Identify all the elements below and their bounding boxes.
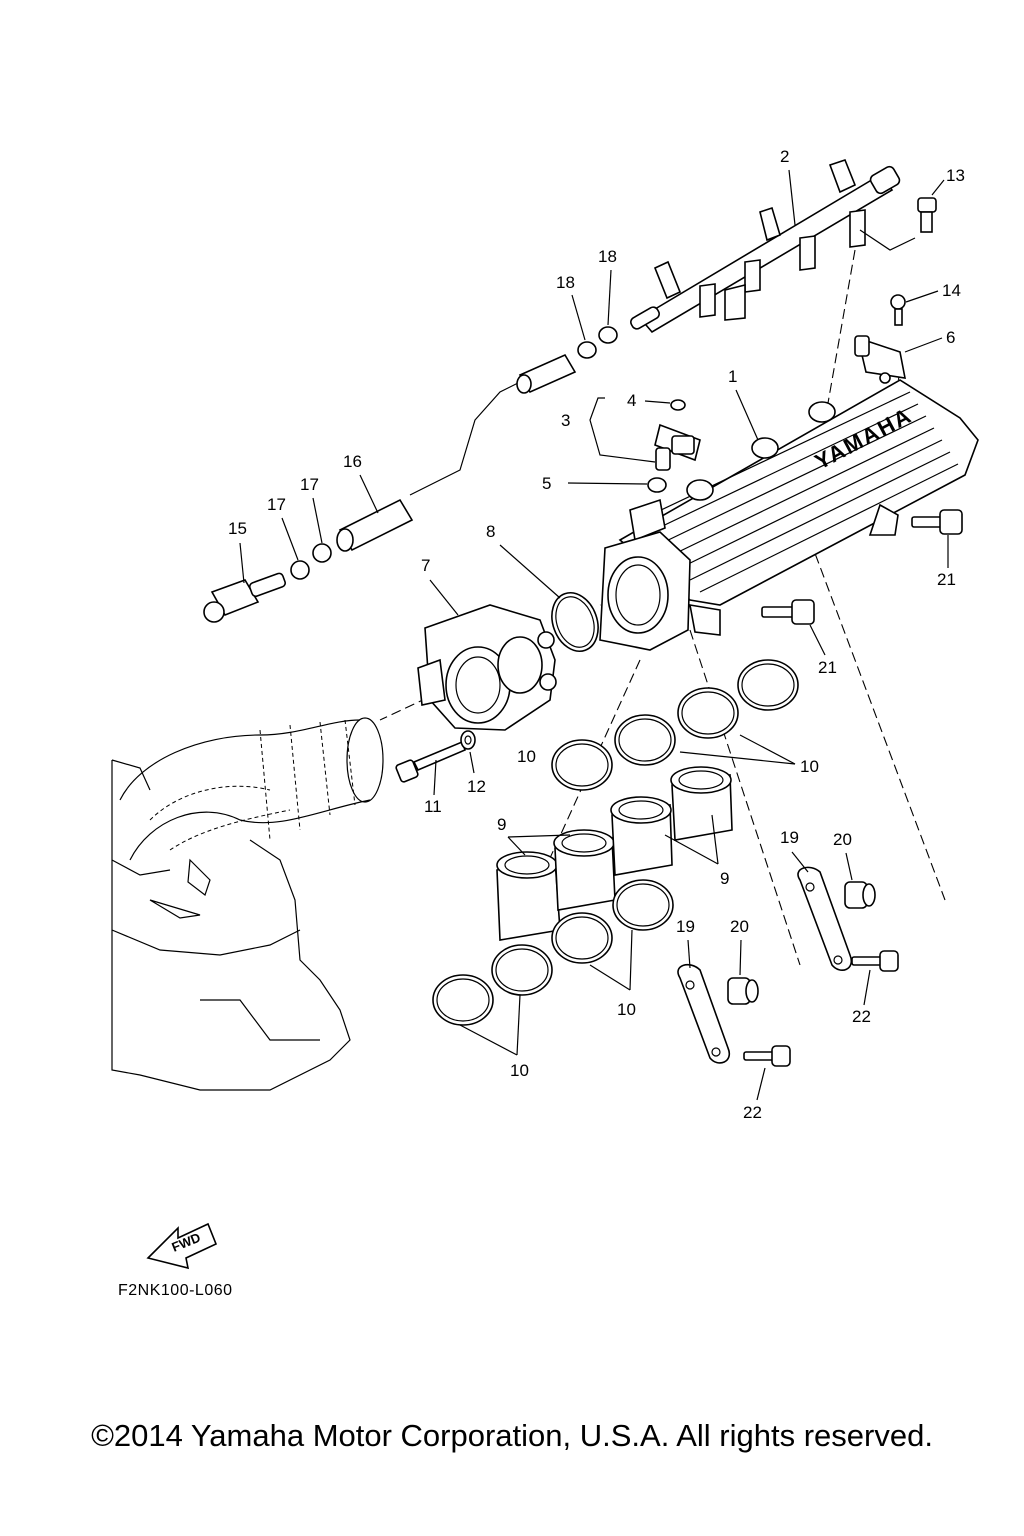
callout-9a: 9	[497, 815, 506, 834]
part-9-boot-c[interactable]	[610, 796, 673, 876]
part-20-damper-a[interactable]	[727, 977, 759, 1005]
callout-19b: 19	[780, 828, 799, 847]
callout-14: 14	[942, 281, 961, 300]
forward-direction-arrow	[146, 1222, 218, 1270]
callout-2: 2	[780, 147, 789, 166]
callout-9b: 9	[720, 869, 729, 888]
part-10-clamp-lower-d[interactable]	[612, 879, 674, 931]
part-15-injector[interactable]	[203, 572, 286, 623]
callout-3: 3	[561, 411, 570, 430]
part-3-injector[interactable]	[654, 423, 701, 471]
part-10-clamp-lower-a[interactable]	[432, 974, 494, 1026]
part-17-clamp-a[interactable]	[290, 560, 310, 580]
callout-10c: 10	[617, 1000, 636, 1019]
callout-6: 6	[946, 328, 955, 347]
part-10-clamp-upper-b[interactable]	[614, 714, 676, 766]
callout-10a: 10	[517, 747, 536, 766]
callout-7: 7	[421, 556, 430, 575]
callout-10b: 10	[800, 757, 819, 776]
callout-17b: 17	[300, 475, 319, 494]
callout-15: 15	[228, 519, 247, 538]
part-7-throttle-body[interactable]	[417, 604, 557, 731]
part-20-damper-b[interactable]	[844, 881, 876, 909]
part-2-fuel-rail[interactable]	[629, 159, 901, 334]
part-19-bracket-a[interactable]	[677, 963, 731, 1064]
part-5-seal[interactable]	[647, 477, 667, 493]
part-19-bracket-b[interactable]	[797, 866, 853, 971]
part-22-bolt-a[interactable]	[743, 1045, 791, 1067]
part-10-clamp-lower-b[interactable]	[491, 944, 553, 996]
callout-19a: 19	[676, 917, 695, 936]
drawing-code: F2NK100-L060	[118, 1282, 233, 1299]
part-22-bolt-b[interactable]	[851, 950, 899, 972]
callout-4: 4	[627, 391, 636, 410]
part-10-clamp-upper-d[interactable]	[737, 659, 799, 711]
callout-12: 12	[467, 777, 486, 796]
part-8-gasket[interactable]	[544, 586, 606, 657]
callout-10d: 10	[510, 1061, 529, 1080]
part-18-clamp-b[interactable]	[598, 326, 618, 344]
part-21-bolt-b[interactable]	[761, 599, 815, 625]
callout-20b: 20	[833, 830, 852, 849]
callout-22a: 22	[743, 1103, 762, 1122]
callout-21b: 21	[818, 658, 837, 677]
part-14-screw[interactable]	[890, 294, 906, 326]
part-9-boot-b[interactable]	[553, 829, 616, 911]
part-16-hose-upper[interactable]	[516, 353, 577, 394]
part-9-boot-a[interactable]	[496, 851, 561, 941]
callout-16: 16	[343, 452, 362, 471]
part-11-bolt[interactable]	[395, 740, 467, 783]
callout-18a: 18	[556, 273, 575, 292]
callout-5: 5	[542, 474, 551, 493]
part-10-clamp-lower-c[interactable]	[551, 912, 613, 964]
intake-hose	[119, 717, 384, 896]
part-6-sensor[interactable]	[854, 335, 906, 384]
callout-21a: 21	[937, 570, 956, 589]
part-10-clamp-upper-c[interactable]	[677, 687, 739, 739]
part-21-bolt-a[interactable]	[911, 509, 963, 535]
callout-11: 11	[424, 797, 442, 816]
callout-13: 13	[946, 166, 965, 185]
part-4-o-ring[interactable]	[670, 399, 686, 411]
part-1-intake-manifold[interactable]	[599, 379, 979, 651]
part-10-clamp-upper-a[interactable]	[551, 739, 613, 791]
part-13-bolt[interactable]	[917, 197, 937, 233]
part-9-boot-d[interactable]	[670, 766, 733, 841]
part-16-hose[interactable]	[336, 498, 414, 552]
part-17-clamp-b[interactable]	[312, 543, 332, 563]
part-12-washer[interactable]	[460, 730, 476, 750]
copyright-notice: ©2014 Yamaha Motor Corporation, U.S.A. A…	[91, 1418, 933, 1453]
callout-20a: 20	[730, 917, 749, 936]
callout-8: 8	[486, 522, 495, 541]
engine-block-outline	[111, 759, 351, 1091]
part-18-clamp-a[interactable]	[577, 341, 597, 359]
callout-18b: 18	[598, 247, 617, 266]
callout-17a: 17	[267, 495, 286, 514]
callout-22b: 22	[852, 1007, 871, 1026]
callout-1: 1	[728, 367, 737, 386]
